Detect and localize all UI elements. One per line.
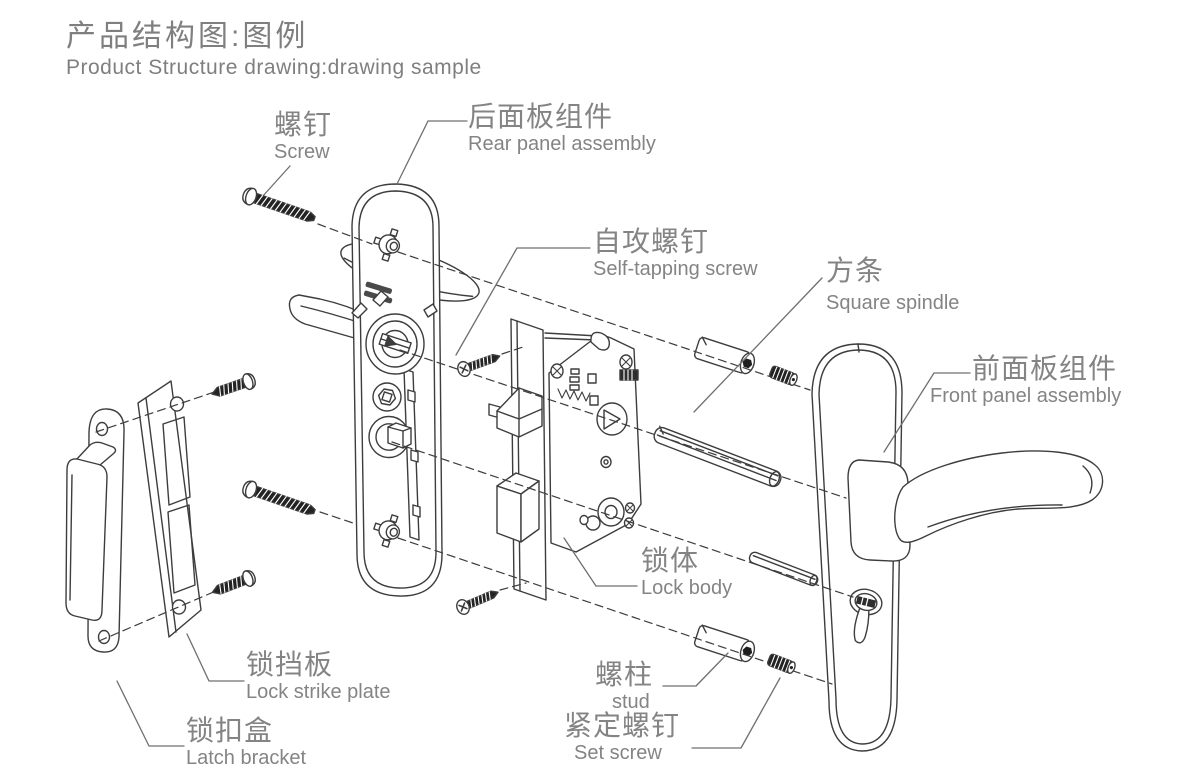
machine-screw-top: [242, 187, 316, 222]
label-lock-body-zh: 锁体: [641, 545, 700, 576]
front-panel-assembly-drawing: [811, 343, 1104, 752]
rear-bottom-stud-post: [373, 514, 401, 548]
deadbolt: [496, 472, 540, 543]
label-lock-body: 锁体 Lock body: [641, 545, 733, 600]
label-front-panel-assembly: 前面板组件 Front panel assembly: [930, 353, 1121, 407]
square-spindle-drawing: [653, 425, 819, 587]
label-square-spindle-zh: 方条: [826, 255, 885, 286]
self-tapping-screw-bottom: [456, 590, 499, 615]
label-latch-bracket: 锁扣盒 Latch bracket: [186, 715, 307, 770]
front-handle-hub: [847, 459, 911, 562]
strike-plate-drawing: [137, 380, 202, 638]
label-square-spindle-en: Square spindle: [826, 292, 960, 315]
machine-screw-middle: [242, 480, 316, 515]
stud-drawing: [693, 336, 756, 663]
strike-screw-bottom: [211, 570, 256, 595]
page-title-en: Product Structure drawing:drawing sample: [66, 56, 482, 79]
label-screw-en: Screw: [274, 141, 330, 164]
label-latch-bracket-zh: 锁扣盒: [186, 715, 274, 746]
label-set-screw-zh: 紧定螺钉: [564, 710, 681, 741]
self-tapping-screw-top: [457, 353, 501, 378]
screws-drawing: [211, 187, 798, 675]
label-rear-panel-assembly: 后面板组件 Rear panel assembly: [468, 101, 656, 156]
label-square-spindle: 方条 Square spindle: [826, 255, 960, 315]
rear-panel-assembly-drawing: [351, 183, 443, 597]
label-self-tapping-screw: 自攻螺钉 Self-tapping screw: [593, 226, 758, 281]
label-stud-zh: 螺柱: [595, 659, 654, 690]
page-title-zh: 产品结构图:图例: [66, 20, 309, 53]
page-title: 产品结构图:图例 Product Structure drawing:drawi…: [66, 20, 482, 80]
label-strike-plate-en: Lock strike plate: [246, 681, 391, 704]
label-screw-zh: 螺钉: [274, 109, 333, 140]
label-self-tapping-zh: 自攻螺钉: [593, 226, 710, 257]
label-latch-bracket-en: Latch bracket: [186, 747, 307, 770]
label-rear-panel-zh: 后面板组件: [468, 101, 614, 132]
label-leader-lines: [116, 120, 971, 749]
latch-bracket-drawing: [65, 408, 125, 653]
set-screw-top: [769, 365, 798, 387]
label-front-panel-en: Front panel assembly: [930, 385, 1122, 408]
rear-top-stud-post: [373, 228, 401, 262]
key-cylinder: [849, 588, 883, 644]
label-lock-body-en: Lock body: [641, 577, 733, 600]
set-screw-bottom: [767, 653, 796, 675]
label-lock-strike-plate: 锁挡板 Lock strike plate: [246, 649, 391, 704]
front-handle-lever: [894, 450, 1104, 543]
latch-bolt: [488, 387, 543, 438]
label-stud-en: stud: [612, 691, 650, 714]
label-strike-plate-zh: 锁挡板: [246, 649, 334, 680]
label-rear-panel-en: Rear panel assembly: [468, 133, 656, 156]
label-stud: 螺柱 stud: [595, 659, 654, 714]
lock-body-drawing: [488, 318, 642, 601]
label-screw: 螺钉 Screw: [274, 109, 333, 164]
label-front-panel-zh: 前面板组件: [972, 353, 1118, 384]
label-set-screw: 紧定螺钉 Set screw: [564, 710, 681, 765]
label-set-screw-en: Set screw: [574, 742, 662, 765]
label-self-tapping-en: Self-tapping screw: [593, 258, 758, 281]
strike-screw-top: [211, 373, 256, 397]
